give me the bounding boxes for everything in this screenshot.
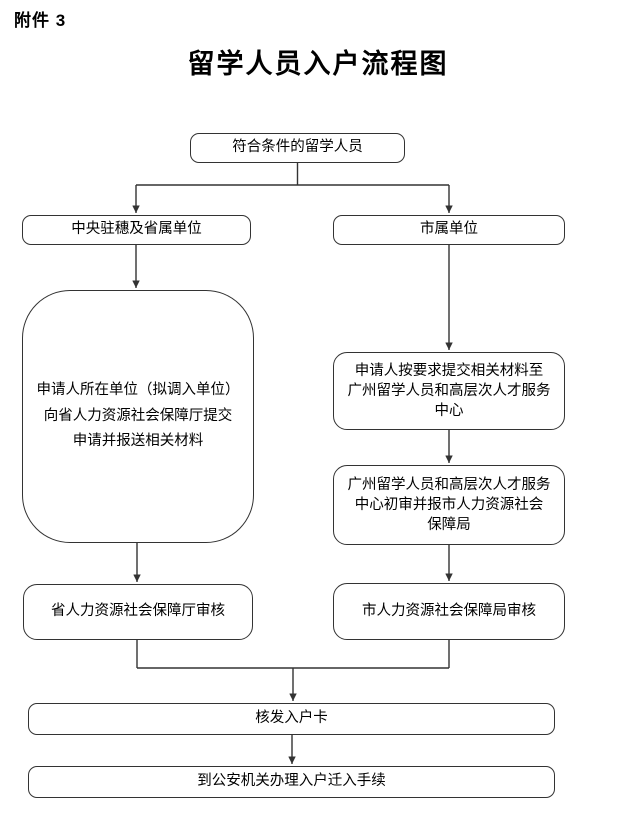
- node-central-provincial-units: 中央驻穗及省属单位: [22, 215, 251, 245]
- node-municipal-submit: 申请人按要求提交相关材料至 广州留学人员和高层次人才服务 中心: [333, 352, 565, 430]
- node-label: 省人力资源社会保障厅审核: [51, 603, 225, 620]
- node-police-registration: 到公安机关办理入户迁入手续: [28, 766, 555, 798]
- node-label: 中央驻穗及省属单位: [71, 221, 202, 238]
- node-service-center-review: 广州留学人员和高层次人才服务 中心初审并报市人力资源社会 保障局: [333, 465, 565, 545]
- node-issue-household-card: 核发入户卡: [28, 703, 555, 735]
- node-label: 广州留学人员和高层次人才服务 中心初审并报市人力资源社会 保障局: [347, 476, 551, 534]
- node-label: 申请人所在单位（拟调入单位） 向省人力资源社会保障厅提交 申请并报送相关材料: [36, 382, 240, 450]
- attachment-label: 附件 3: [14, 11, 67, 30]
- node-label: 符合条件的留学人员: [232, 139, 363, 156]
- node-label: 市属单位: [420, 221, 478, 238]
- node-eligible-students: 符合条件的留学人员: [190, 133, 405, 163]
- page-title: 留学人员入户流程图: [187, 49, 449, 79]
- node-municipal-audit: 市人力资源社会保障局审核: [333, 583, 565, 640]
- node-label: 核发入户卡: [255, 710, 328, 727]
- node-label: 市人力资源社会保障局审核: [362, 602, 536, 619]
- node-municipal-units: 市属单位: [333, 215, 565, 245]
- node-label: 到公安机关办理入户迁入手续: [197, 773, 386, 790]
- node-provincial-audit: 省人力资源社会保障厅审核: [23, 584, 253, 640]
- node-label: 申请人按要求提交相关材料至 广州留学人员和高层次人才服务 中心: [347, 362, 551, 420]
- node-provincial-submit: 申请人所在单位（拟调入单位） 向省人力资源社会保障厅提交 申请并报送相关材料: [22, 290, 254, 543]
